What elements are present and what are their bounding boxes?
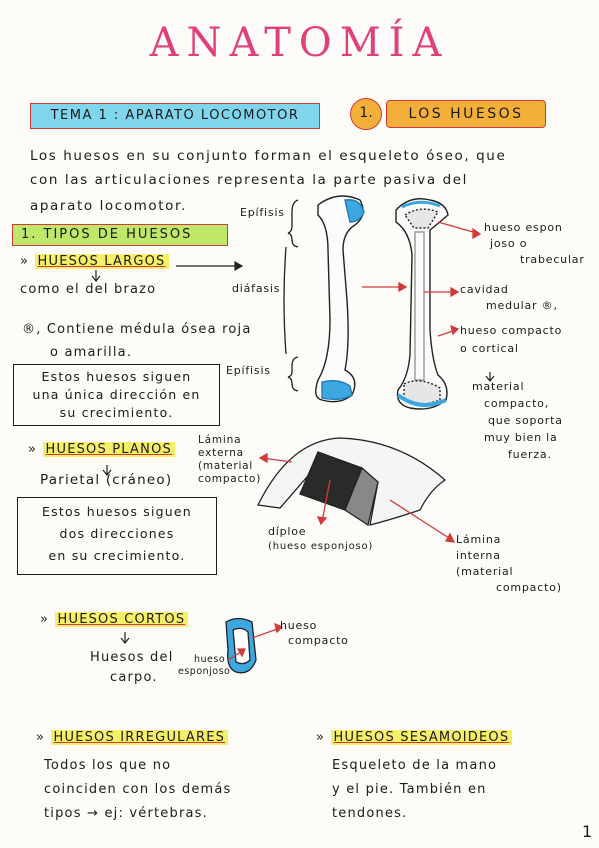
- planos-example: Parietal (cráneo): [40, 472, 173, 488]
- largos-heading: » HUESOS LARGOS: [20, 254, 169, 269]
- irregulares-text: Todos los que no coinciden con los demás…: [44, 754, 232, 826]
- compacto-line-1: hueso compacto: [460, 324, 563, 337]
- cortos-heading: » HUESOS CORTOS: [40, 612, 189, 627]
- lamina-interna-3: (material: [456, 565, 514, 578]
- cortos-compacto-2: compacto: [288, 634, 349, 647]
- compacto-note-5: fuerza.: [508, 448, 552, 461]
- flat-bone-drawing: [257, 437, 447, 527]
- irregulares-line-2: coinciden con los demás: [44, 782, 232, 797]
- epifisis-brace: [283, 199, 299, 392]
- compacto-note-3: que soporta: [488, 414, 563, 427]
- short-bone-arrows: [227, 622, 284, 661]
- largos-example: como el del brazo: [20, 282, 157, 297]
- compacto-note-2: compacto,: [484, 397, 550, 410]
- irregulares-heading: » HUESOS IRREGULARES: [36, 730, 229, 745]
- epifisis-top-label: Epífisis: [240, 206, 285, 219]
- section-label: LOS HUESOS: [386, 100, 546, 128]
- topic-heading: TEMA 1 : APARATO LOCOMOTOR: [30, 103, 320, 129]
- diploe-2: (hueso esponjoso): [268, 541, 374, 552]
- cavidad-label: cavidad medular ®,: [460, 282, 558, 314]
- intro-line-2: con las articulaciones representa la par…: [30, 172, 469, 188]
- types-heading: 1. TIPOS DE HUESOS: [12, 224, 228, 246]
- planos-box-line-1: Estos huesos siguen: [42, 504, 192, 519]
- cortos-compacto-label: hueso compacto: [280, 618, 349, 648]
- lamina-externa-2: externa: [198, 447, 244, 459]
- irregulares-heading-text: HUESOS IRREGULARES: [50, 730, 229, 745]
- planos-box-line-3: en su crecimiento.: [48, 548, 186, 563]
- largos-note: ®, Contiene médula ósea roja: [22, 322, 252, 337]
- lamina-interna-4: compacto): [496, 581, 562, 594]
- compacto-note-4: muy bien la: [484, 431, 558, 444]
- diploe-label: díploe (hueso esponjoso): [268, 524, 373, 554]
- lamina-externa-1: Lámina: [198, 434, 242, 446]
- esponjoso-line-1: hueso espon: [484, 221, 563, 234]
- esponjoso-line-2: joso o: [490, 237, 528, 250]
- section-badge: 1. LOS HUESOS: [350, 98, 548, 130]
- intro-line-1: Los huesos en su conjunto forman el esqu…: [30, 148, 507, 164]
- planos-heading: » HUESOS PLANOS: [28, 442, 175, 457]
- intro-line-3: aparato locomotor.: [30, 198, 187, 214]
- planos-box: Estos huesos siguen dos direcciones en s…: [17, 497, 217, 575]
- irregulares-line-1: Todos los que no: [44, 758, 172, 773]
- irregulares-line-3: tipos → ej: vértebras.: [44, 806, 208, 821]
- planos-box-line-2: dos direcciones: [59, 526, 175, 541]
- lamina-externa-label: Lámina externa (material compacto): [198, 434, 261, 486]
- esponjoso-label: hueso espon joso o trabecular: [484, 220, 585, 268]
- largos-box-line-2: una única dirección en: [32, 387, 201, 402]
- sesamoideos-line-3: tendones.: [332, 806, 408, 821]
- cortos-compacto-1: hueso: [280, 619, 318, 632]
- page-number: 1: [582, 822, 594, 841]
- largos-box-line-1: Estos huesos siguen: [41, 369, 192, 384]
- lamina-interna-2: interna: [456, 549, 501, 562]
- esponjoso-line-3: trabecular: [520, 253, 585, 266]
- lamina-externa-4: compacto): [198, 473, 262, 485]
- lamina-interna-1: Lámina: [456, 533, 502, 546]
- cavidad-line-2: medular ®,: [486, 299, 558, 312]
- sesamoideos-heading-text: HUESOS SESAMOIDEOS: [330, 730, 513, 745]
- cortos-heading-text: HUESOS CORTOS: [54, 612, 189, 627]
- flat-bone-arrows: [258, 452, 456, 543]
- page-title: ANATOMÍA: [149, 20, 450, 66]
- cortos-example-2: carpo.: [110, 670, 158, 685]
- compacto-note-1: material: [472, 380, 525, 393]
- largos-arrow: [176, 260, 244, 272]
- cavidad-line-1: cavidad: [460, 283, 509, 296]
- section-number: 1.: [350, 98, 382, 130]
- sesamoideos-text: Esqueleto de la mano y el pie. También e…: [332, 754, 497, 826]
- compacto-label: hueso compacto o cortical: [460, 322, 562, 358]
- diploe-1: díploe: [268, 525, 307, 538]
- epifisis-bottom-label: Epífisis: [226, 364, 271, 377]
- largos-heading-text: HUESOS LARGOS: [34, 254, 169, 269]
- cortos-example: Huesos del carpo.: [90, 648, 174, 688]
- cortos-example-1: Huesos del: [90, 650, 174, 665]
- largos-box-line-3: su crecimiento.: [59, 405, 174, 420]
- compacto-note: material compacto, que soporta muy bien …: [472, 378, 563, 463]
- planos-heading-text: HUESOS PLANOS: [42, 442, 175, 457]
- largos-box: Estos huesos siguen una única dirección …: [13, 364, 220, 426]
- lamina-externa-3: (material: [198, 460, 254, 472]
- short-bone-drawing: [225, 617, 257, 674]
- lamina-interna-label: Lámina interna (material compacto): [456, 532, 562, 596]
- sesamoideos-heading: » HUESOS SESAMOIDEOS: [316, 730, 513, 745]
- sesamoideos-line-1: Esqueleto de la mano: [332, 758, 498, 773]
- diafisis-label: diáfasis: [232, 282, 281, 295]
- long-bone-section-drawing: [395, 198, 449, 410]
- largos-note-cont: o amarilla.: [50, 345, 133, 360]
- long-bone-drawing: [315, 195, 365, 403]
- cortos-esponjoso-1: hueso: [194, 654, 226, 665]
- cortos-esponjoso-2: esponjoso: [178, 666, 231, 677]
- down-arrows: [91, 270, 495, 644]
- sesamoideos-line-2: y el pie. También en: [332, 782, 487, 797]
- long-bone-arrows: [362, 221, 482, 337]
- cortos-esponjoso-label: hueso esponjoso: [178, 654, 230, 678]
- compacto-line-2: o cortical: [460, 342, 519, 355]
